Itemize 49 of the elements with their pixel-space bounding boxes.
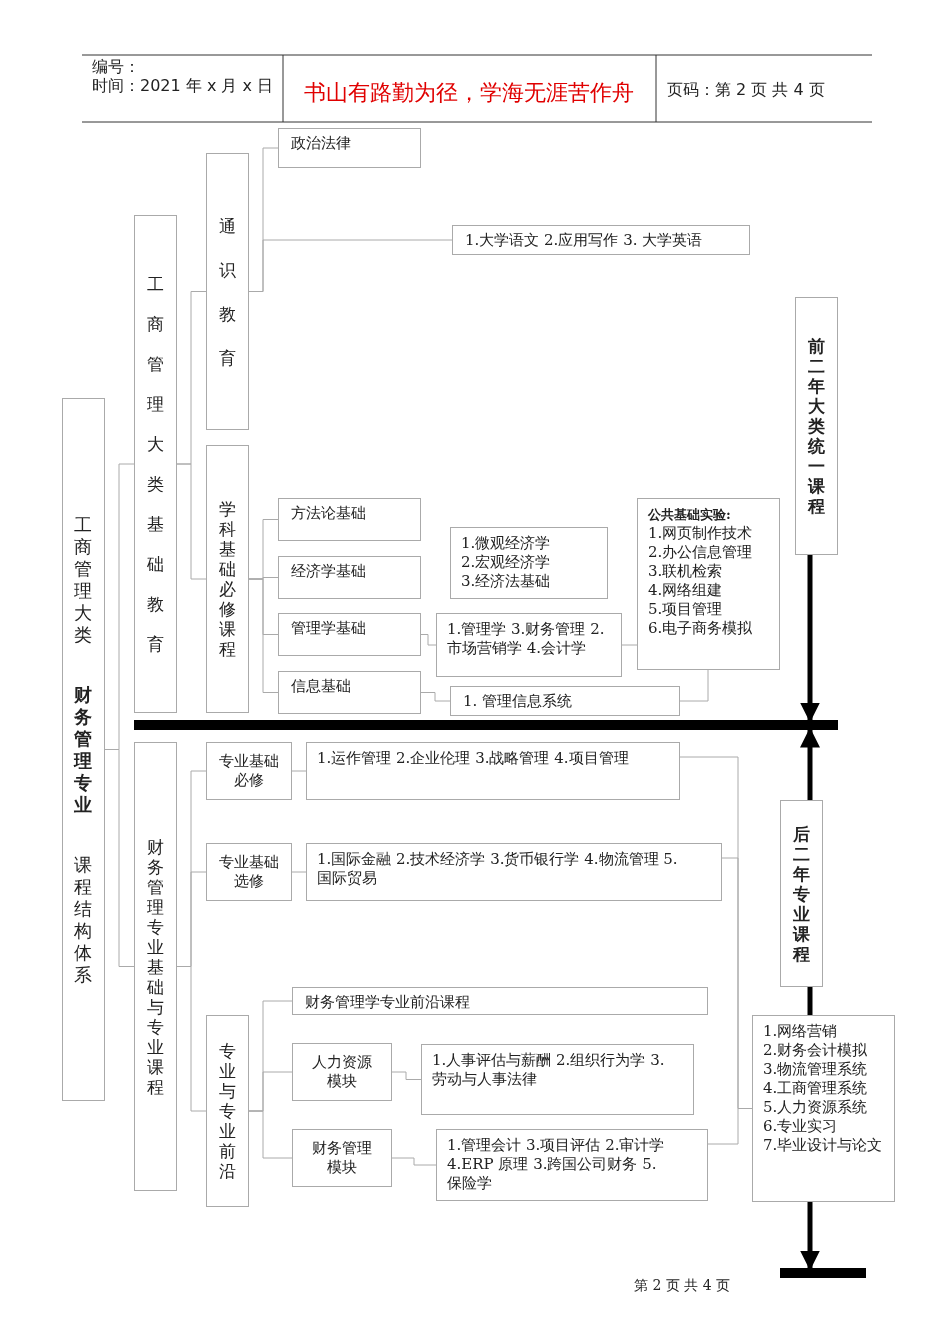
course-list-box: 公共基础实验: 1.网页制作技术 2.办公信息管理 3.联机检索 4.网络组建 5.项目管理 6.电子商务模拟 [637,498,780,670]
category-box: 政治法律 [278,128,421,168]
vertical-label-box: 工商管理大类基础教育 [134,215,177,713]
arrow [800,727,820,800]
category-box: 人力资源模块 [292,1043,392,1101]
connector-line [621,644,638,646]
vertical-label-box: 后二年专业课程 [780,800,823,987]
arrow [800,555,820,723]
category-box: 专业基础必修 [206,742,292,800]
category-box: 经济学基础 [278,556,421,599]
course-list-box: 1.微观经济学 2.宏观经济学 3.经济法基础 [450,527,608,599]
category-box: 方法论基础 [278,498,421,541]
vertical-label-box: 专业与专业前沿 [206,1015,249,1207]
vertical-label-box: 财务管理专业基础与专业课程 [134,742,177,1191]
course-list-box: 1.人事评估与薪酬 2.组织行为学 3.劳动与人事法律 [421,1044,694,1115]
course-list-box: 1.网络营销 2.财务会计模拟 3.物流管理系统 4.工商管理系统 5.人力资源系统 6.专业实习 7.毕业设计与论文 [752,1015,895,1202]
vertical-label-box: 学科基础必修课程 [206,445,249,713]
category-box: 信息基础 [278,671,421,714]
footer-text: 第 2 页 共 4 页 [634,1277,731,1295]
arrow [800,1202,820,1271]
vertical-label-box: 通识教育 [206,153,249,430]
course-list-box: 1.管理学 3.财务管理 2.市场营销学 4.会计学 [436,613,622,677]
motto-text: 书山有路勤为径，学海无涯苦作舟 [304,79,634,107]
thick-bar [780,1268,866,1278]
connector-line [420,692,451,702]
category-box: 财务管理学专业前沿课程 [292,987,708,1015]
course-list-box: 1.国际金融 2.技术经济学 3.货币银行学 4.物流管理 5.国际贸易 [306,843,722,901]
header-text: 页码：第 2 页 共 4 页 [667,80,825,101]
category-box: 1.大学语文 2.应用写作 3. 大学英语 [452,225,750,255]
connector-line [291,871,307,873]
vertical-label-box: 前二年大类统一课程 [795,297,838,555]
connector-line [679,669,709,702]
connector-line [248,1110,293,1159]
connector-line [248,578,279,693]
category-box: 专业基础选修 [206,843,292,901]
connector-line [291,770,307,772]
header-text: 编号： [92,57,140,78]
thick-bar [134,720,838,730]
header-text: 时间：2021 年 x 月 x 日 [92,76,274,97]
connector-line [391,1157,437,1166]
category-box: 财务管理模块 [292,1129,392,1187]
connector-line [176,463,207,580]
category-box: 管理学基础 [278,613,421,656]
connector-line [420,634,437,646]
vertical-label-box: 工商管理大类 财务管理专业 课程结构体系 [62,398,105,1101]
course-list-box: 1.运作管理 2.企业伦理 3.战略管理 4.项目管理 [306,742,680,800]
course-list-box: 1.管理会计 3.项目评估 2.审计学 4.ERP 原理 3.跨国公司财务 5.保险学 [436,1129,708,1201]
connector-line [391,1071,422,1080]
category-box: 1. 管理信息系统 [450,686,680,716]
